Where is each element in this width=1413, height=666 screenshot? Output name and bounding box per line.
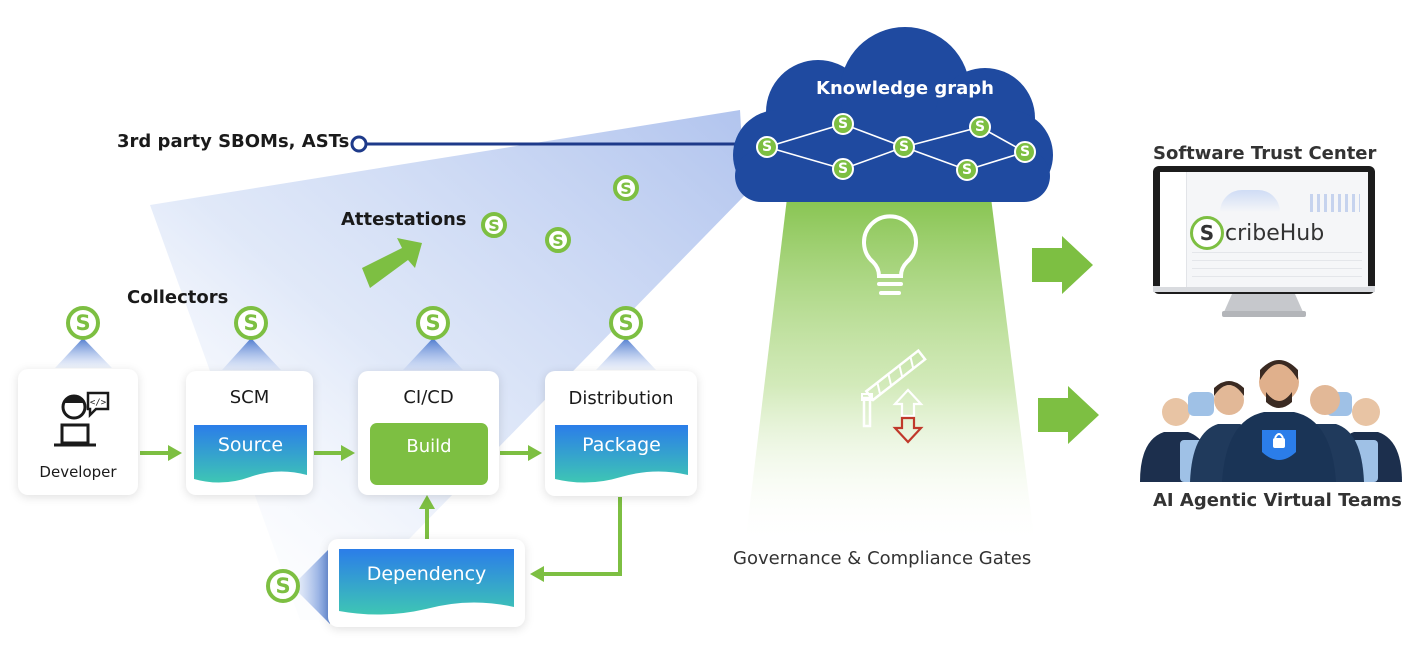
graph-node-7: S: [1014, 141, 1036, 163]
knowledge-graph-label: Knowledge graph: [816, 78, 994, 99]
governance-beam: [745, 190, 1035, 545]
collector-badge-distribution: S: [609, 306, 643, 340]
svg-text:</>: </>: [90, 398, 107, 408]
scribehub-logo: S cribeHub: [1190, 216, 1324, 250]
attestations-arrow: [362, 238, 422, 288]
developer-icon: </>: [54, 391, 110, 447]
build-label: Build: [406, 436, 452, 457]
cicd-card: CI/CD Build: [358, 371, 499, 495]
graph-node-3: S: [832, 158, 854, 180]
graph-node-1: S: [756, 136, 778, 158]
collector-cone-developer: [55, 338, 112, 368]
source-doc: Source: [194, 425, 307, 485]
collector-badge-cicd: S: [416, 306, 450, 340]
collector-cone-distribution: [596, 338, 656, 370]
developer-label: Developer: [39, 463, 117, 481]
dependency-doc: Dependency: [339, 549, 514, 617]
knowledge-graph-cloud: [733, 27, 1053, 202]
attestation-badge-3: S: [545, 227, 571, 253]
source-label: Source: [217, 434, 284, 456]
screen-sidebar: [1160, 172, 1187, 287]
scm-label: SCM: [229, 387, 270, 408]
screen-bars: [1310, 194, 1360, 212]
collector-cone-dependency: [292, 548, 330, 624]
screen-chart: [1220, 190, 1280, 212]
collector-cone-cicd: [403, 338, 463, 370]
collector-badge-scm: S: [234, 306, 268, 340]
collector-badge-developer: S: [66, 306, 100, 340]
third-party-label: 3rd party SBOMs, ASTs: [117, 131, 350, 152]
dependency-label: Dependency: [366, 563, 487, 585]
build-block: Build: [370, 423, 488, 485]
scribehub-wordmark: cribeHub: [1225, 220, 1325, 246]
pipeline-arrows: [140, 445, 622, 582]
governance-label: Governance & Compliance Gates: [733, 548, 1032, 569]
ai-teams-label: AI Agentic Virtual Teams: [1153, 490, 1402, 511]
dependency-card: Dependency: [328, 539, 525, 627]
screen-rows: [1192, 252, 1362, 282]
arrow-to-ai-teams: [1038, 386, 1099, 444]
graph-node-6: S: [956, 159, 978, 181]
arrow-to-trust-center: [1032, 236, 1093, 294]
distribution-label: Distribution: [568, 388, 674, 409]
collector-cone-scm: [222, 338, 281, 370]
compliance-gate-icon: [861, 348, 927, 444]
cicd-label: CI/CD: [403, 387, 454, 408]
graph-node-5: S: [969, 116, 991, 138]
scribehub-s-mark: S: [1190, 216, 1224, 250]
attestations-label: Attestations: [341, 209, 467, 230]
third-party-node: [350, 135, 368, 153]
ai-team-illustration: [1140, 360, 1402, 482]
scm-card: SCM Source: [186, 371, 313, 495]
package-label: Package: [582, 434, 661, 456]
graph-node-4: S: [893, 136, 915, 158]
developer-card: </> Developer: [18, 369, 138, 495]
collector-badge-dependency: S: [266, 569, 300, 603]
collectors-label: Collectors: [127, 287, 229, 308]
package-doc: Package: [555, 425, 688, 485]
trust-center-label: Software Trust Center: [1153, 143, 1377, 164]
distribution-card: Distribution Package: [545, 371, 697, 496]
attestation-badge-2: S: [481, 212, 507, 238]
attestation-badge-1: S: [613, 175, 639, 201]
scribehub-screen: S cribeHub: [1160, 172, 1368, 287]
graph-node-2: S: [832, 113, 854, 135]
lightbulb-icon: [862, 214, 918, 295]
